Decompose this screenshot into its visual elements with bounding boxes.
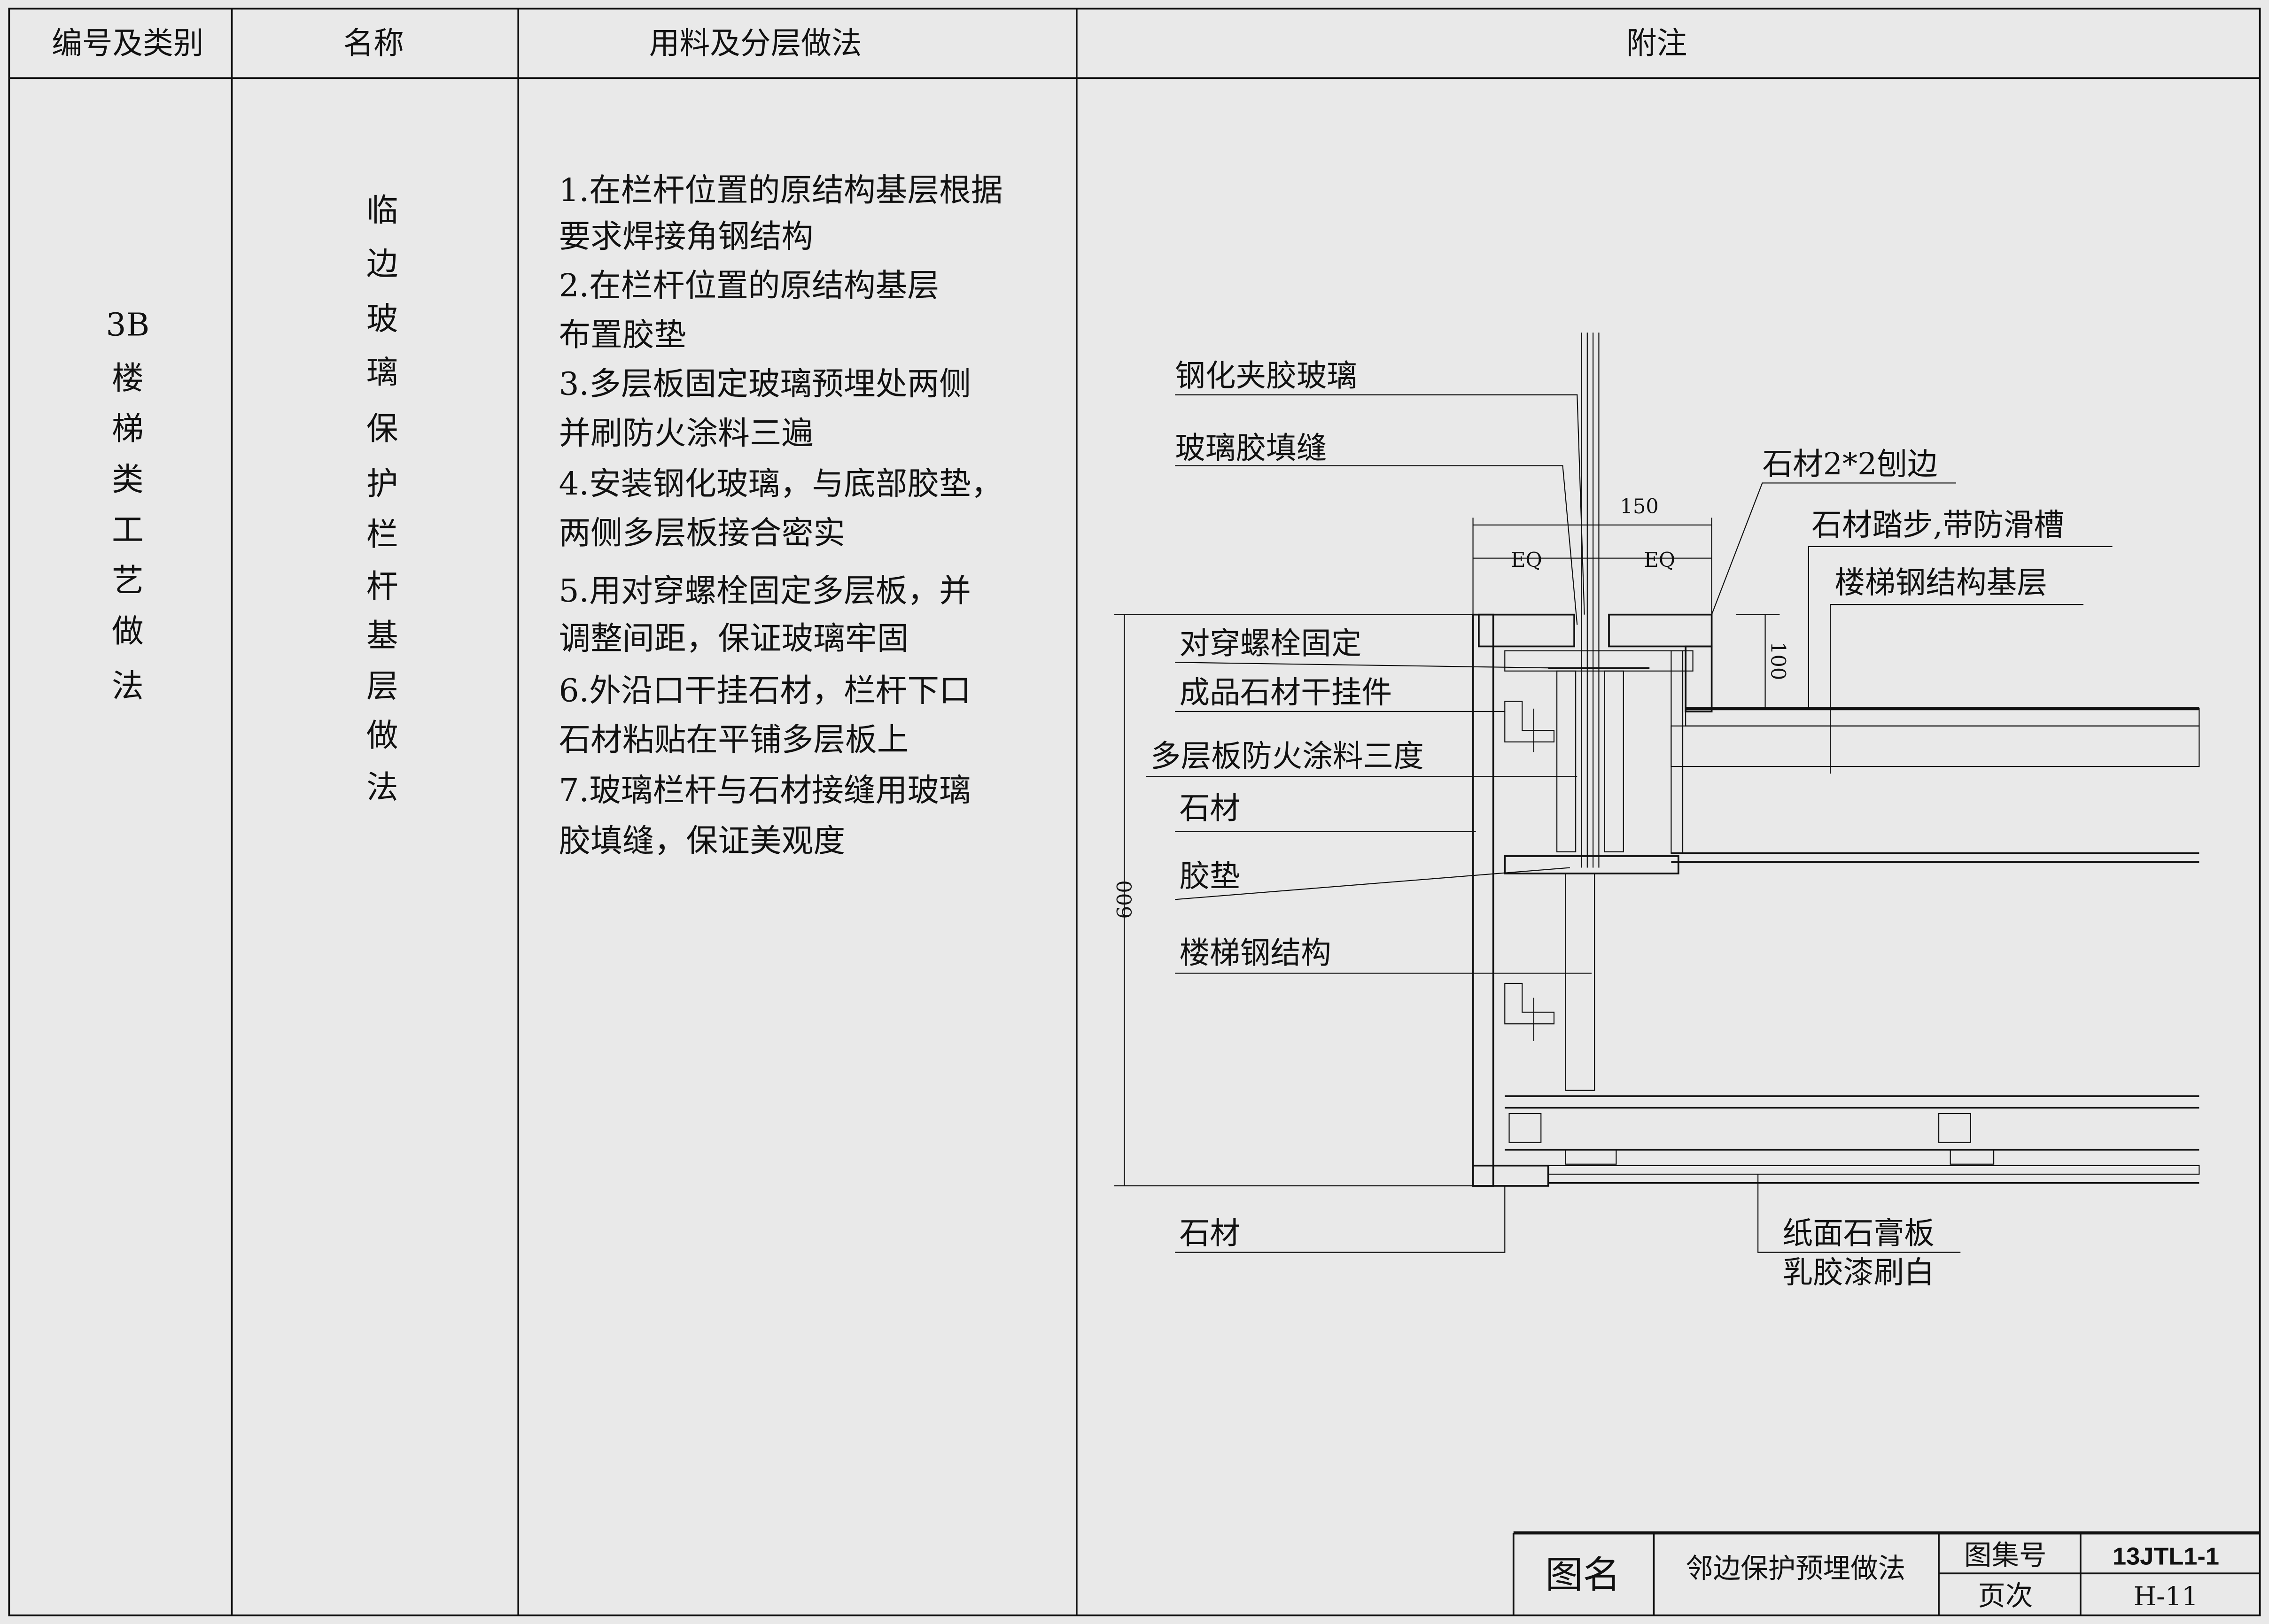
- step-line: 两侧多层板接合密实: [559, 514, 845, 551]
- label-multilayer-board: 多层板防火涂料三度: [1150, 739, 1424, 774]
- category-char: 楼: [112, 359, 144, 396]
- name-char: 玻: [366, 300, 398, 337]
- label-stone-edge: 石材2*2刨边: [1762, 447, 1937, 482]
- step-line: 7.玻璃栏杆与石材接缝用玻璃: [559, 772, 971, 809]
- name-char: 层: [366, 667, 398, 704]
- method-steps: 1.在栏杆位置的原结构基层根据 要求焊接角钢结构 2.在栏杆位置的原结构基层 布…: [559, 171, 1002, 859]
- title-page-label: 页次: [1978, 1580, 2033, 1612]
- step-line: 胶填缝，保证美观度: [559, 822, 845, 859]
- dim-eq-right: EQ: [1644, 549, 1675, 572]
- header-method: 用料及分层做法: [649, 26, 862, 61]
- name-char: 临: [366, 192, 398, 229]
- dim-height-top: 100: [1766, 642, 1789, 680]
- header-category: 编号及类别: [52, 26, 203, 61]
- step-line: 要求焊接角钢结构: [559, 218, 813, 255]
- step-line: 1.在栏杆位置的原结构基层根据: [559, 171, 1002, 209]
- name-char: 璃: [366, 354, 398, 391]
- leader-lines: [1146, 394, 2113, 1253]
- label-tempered-glass: 钢化夹胶玻璃: [1175, 358, 1357, 394]
- step-line: 6.外沿口干挂石材，栏杆下口: [559, 672, 971, 709]
- step-line: 4.安装钢化玻璃，与底部胶垫，: [559, 465, 1002, 502]
- name-text: 临 边 玻 璃 保 护 栏 杆 基 层 做 法: [366, 192, 398, 806]
- table-frame: [8, 8, 2261, 1616]
- step-line: 调整间距，保证玻璃牢固: [559, 620, 909, 657]
- name-char: 栏: [366, 516, 398, 553]
- dim-height-total: 600: [1113, 880, 1137, 919]
- label-stair-steel: 楼梯钢结构: [1179, 936, 1331, 971]
- label-glass-sealant: 玻璃胶填缝: [1175, 431, 1327, 466]
- label-rubber-pad: 胶垫: [1179, 859, 1240, 894]
- label-gypsum-board: 纸面石膏板: [1783, 1216, 1935, 1251]
- label-stone: 石材: [1179, 791, 1240, 826]
- name-char: 保: [366, 410, 398, 447]
- name-char: 护: [366, 465, 398, 502]
- step-line: 并刷防火涂料三遍: [559, 414, 813, 451]
- dim-width: 150: [1620, 495, 1659, 518]
- section-detail: [1114, 333, 2200, 1187]
- label-latex-paint: 乳胶漆刷白: [1783, 1255, 1935, 1290]
- dim-eq-left: EQ: [1511, 549, 1542, 572]
- category-char: 类: [112, 461, 144, 498]
- name-char: 法: [366, 769, 398, 806]
- name-char: 做: [366, 717, 398, 754]
- name-char: 基: [366, 617, 398, 654]
- step-line: 石材粘贴在平铺多层板上: [559, 721, 909, 758]
- title-block: [1512, 1531, 2260, 1616]
- title-atlas-value: 13JTL1-1: [2113, 1543, 2219, 1570]
- title-atlas-label: 图集号: [1964, 1539, 2047, 1571]
- label-stone-bottom: 石材: [1179, 1216, 1240, 1251]
- label-stone-hanger: 成品石材干挂件: [1179, 675, 1392, 711]
- category-char: 做: [112, 612, 144, 650]
- step-line: 布置胶垫: [559, 316, 686, 353]
- label-through-bolt: 对穿螺栓固定: [1179, 626, 1361, 661]
- header-name: 名称: [343, 26, 404, 61]
- label-stone-step: 石材踏步,带防滑槽: [1811, 507, 2064, 542]
- category-text: 3B 楼 梯 类 工 艺 做 法: [106, 306, 149, 704]
- label-stair-base: 楼梯钢结构基层: [1834, 565, 2047, 600]
- title-name-label: 图名: [1546, 1553, 1621, 1597]
- category-char: 3B: [106, 306, 149, 343]
- category-char: 工: [112, 511, 144, 549]
- category-char: 法: [112, 667, 144, 704]
- header-notes: 附注: [1626, 26, 1687, 61]
- step-line: 2.在栏杆位置的原结构基层: [559, 267, 939, 304]
- step-line: 5.用对穿螺栓固定多层板，并: [559, 572, 971, 609]
- name-char: 边: [366, 245, 398, 282]
- step-line: 3.多层板固定玻璃预埋处两侧: [559, 365, 971, 402]
- title-page-value: H-11: [2134, 1582, 2199, 1612]
- category-char: 艺: [112, 562, 144, 599]
- title-name-value: 邻边保护预埋做法: [1686, 1552, 1905, 1584]
- name-char: 杆: [366, 568, 398, 605]
- category-char: 梯: [112, 410, 144, 447]
